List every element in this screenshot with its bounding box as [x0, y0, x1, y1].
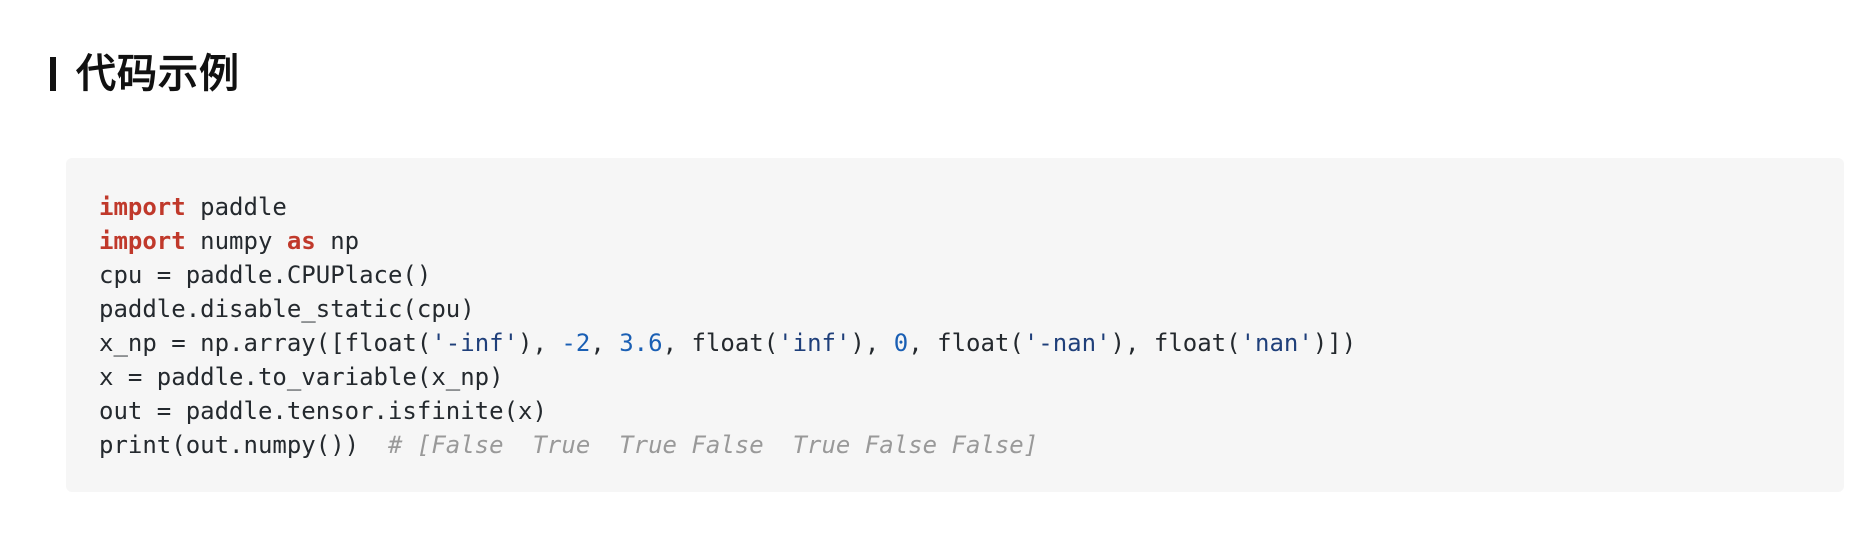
code-text: cpu = paddle.CPUPlace() — [99, 261, 432, 289]
heading-accent-bar — [50, 57, 56, 91]
code-text: numpy — [185, 227, 287, 255]
code-text: , — [590, 329, 620, 357]
code-line: import paddle — [99, 190, 1844, 224]
code-text: )]) — [1312, 329, 1357, 357]
code-string: '-inf' — [431, 329, 519, 357]
section-title: 代码示例 — [76, 51, 240, 97]
code-string: 'nan' — [1240, 329, 1313, 357]
code-text: print(out.numpy()) — [99, 431, 388, 459]
code-line: print(out.numpy()) # [False True True Fa… — [99, 428, 1844, 462]
code-text: np — [315, 227, 360, 255]
code-text: x_np = np.array([float( — [99, 329, 432, 357]
code-keyword: import — [99, 193, 186, 221]
code-number: 0 — [893, 329, 909, 357]
code-text: , float( — [908, 329, 1024, 357]
code-text: paddle.disable_static(cpu) — [99, 295, 475, 323]
code-keyword: import — [99, 227, 186, 255]
code-text: paddle — [185, 193, 287, 221]
code-line: cpu = paddle.CPUPlace() — [99, 258, 1844, 292]
code-text: ), — [850, 329, 894, 357]
code-line: import numpy as np — [99, 224, 1844, 258]
code-text: out = paddle.tensor.isfinite(x) — [99, 397, 547, 425]
code-line: x = paddle.to_variable(x_np) — [99, 360, 1844, 394]
code-number: 3.6 — [619, 329, 663, 357]
section-heading: 代码示例 — [50, 48, 240, 100]
code-string: '-nan' — [1023, 329, 1111, 357]
code-line: out = paddle.tensor.isfinite(x) — [99, 394, 1844, 428]
code-line: paddle.disable_static(cpu) — [99, 292, 1844, 326]
code-text: ), — [518, 329, 562, 357]
code-text: , float( — [662, 329, 779, 357]
code-text: ), float( — [1110, 329, 1241, 357]
code-text: x = paddle.to_variable(x_np) — [99, 363, 504, 391]
code-line: x_np = np.array([float('-inf'), -2, 3.6,… — [99, 326, 1844, 360]
code-keyword: as — [286, 227, 316, 255]
code-string: 'inf' — [778, 329, 851, 357]
code-comment: # [False True True False True False Fals… — [387, 431, 1039, 459]
code-number: -2 — [561, 329, 591, 357]
